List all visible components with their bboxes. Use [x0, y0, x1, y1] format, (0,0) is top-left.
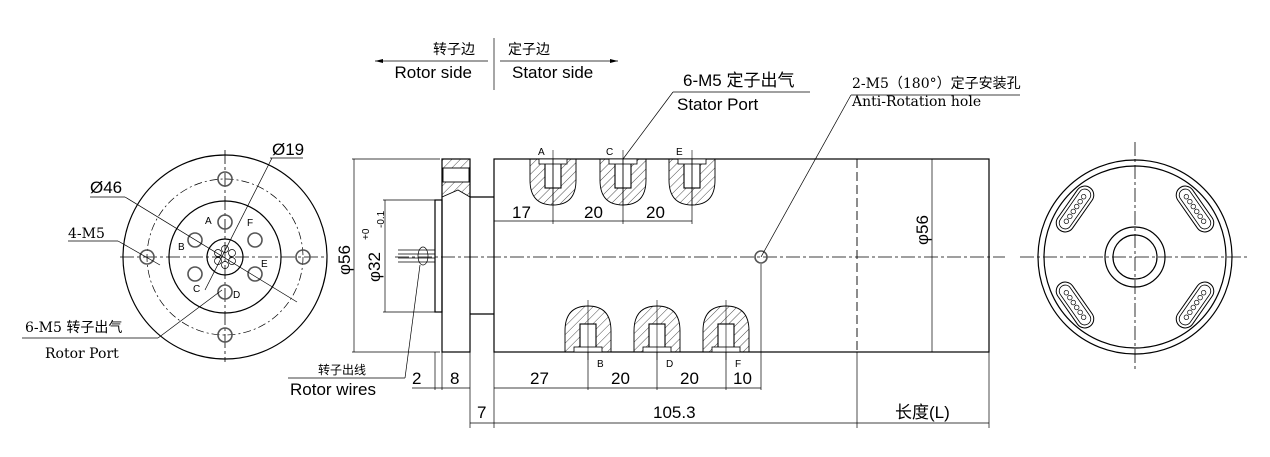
dim-10: 10 [733, 369, 752, 388]
rotor-wires-icon [398, 246, 435, 266]
port-label-f: F [247, 218, 253, 229]
anti-rotation-en: Anti-Rotation hole [851, 94, 981, 110]
tol-upper: +0 [361, 228, 372, 240]
bolts-label: 4-M5 [68, 226, 105, 242]
dia19-label: Ø19 [272, 140, 304, 159]
dim-7: 7 [477, 403, 486, 422]
port-label-f: F [735, 359, 741, 370]
front-view: A B C D E F Ø19 Ø46 4-M5 6-M5 转子出气 Rotor… [22, 140, 328, 362]
dim-20: 20 [646, 203, 665, 222]
stator-ports-bottom [564, 300, 750, 360]
dim-total: 105.3 [653, 403, 696, 422]
arrow-left-icon [375, 59, 383, 63]
dim-2: 2 [412, 369, 421, 388]
end-view [1020, 142, 1250, 370]
port-label-b: B [178, 242, 185, 253]
dim-17: 17 [512, 203, 531, 222]
dia56-label: φ56 [335, 245, 354, 275]
wire-slot [1055, 185, 1095, 233]
side-legend: 转子边 Rotor side 定子边 Stator side [375, 38, 618, 90]
inner-circle [168, 200, 282, 314]
rotor-wires-en: Rotor wires [290, 380, 376, 399]
dia32-label: φ32 [365, 252, 384, 282]
dia46-label: Ø46 [90, 178, 122, 197]
wire-slots [1055, 185, 1215, 329]
rotor-port-holes [187, 214, 263, 300]
port-label-c: C [606, 147, 613, 158]
rotor-port-cn: 6-M5 转子出气 [25, 320, 122, 336]
dim-length: 长度(L) [895, 403, 950, 422]
stator-side-en: Stator side [512, 63, 593, 82]
wire-holes [214, 245, 236, 269]
port-label-b: B [597, 359, 604, 370]
port-label-d: D [666, 359, 673, 370]
stator-side-cn: 定子边 [508, 42, 550, 58]
port-section [564, 300, 612, 360]
tol-lower: -0.1 [376, 210, 387, 228]
anti-rotation-cn: 2-M5（180°）定子安装孔 [852, 76, 1021, 92]
anti-rotation-hole [754, 250, 768, 264]
dim-27: 27 [530, 369, 549, 388]
wire-slot [1175, 185, 1215, 233]
rotor-wires-cn: 转子出线 [318, 362, 366, 377]
outer-circle [122, 154, 328, 360]
port-label-a: A [205, 216, 212, 227]
port-label-d: D [233, 290, 240, 301]
bolt-holes [139, 171, 311, 343]
side-view: 2-M5（180°）定子安装孔 Anti-Rotation hole 6-M5 … [288, 71, 1021, 428]
stator-port-en: Stator Port [677, 95, 759, 114]
port-section [633, 300, 681, 360]
dim-20: 20 [611, 369, 630, 388]
bolt-circle [146, 178, 304, 336]
stator-port-cn: 6-M5 定子出气 [683, 71, 794, 90]
port-label-e: E [261, 259, 268, 270]
wire-slot [1055, 281, 1095, 329]
dim-20: 20 [584, 203, 603, 222]
port-label-a: A [538, 147, 545, 158]
rotor-port-en: Rotor Port [45, 346, 119, 362]
dia56-right-label: φ56 [913, 215, 932, 245]
rotor-stub [434, 199, 443, 313]
stator-ports-top [529, 150, 716, 206]
arrow-right-icon [610, 59, 618, 63]
port-section [702, 300, 750, 360]
rotor-side-en: Rotor side [395, 63, 472, 82]
port-label-e: E [676, 147, 683, 158]
port-label-c: C [193, 284, 200, 295]
hub-circle [206, 238, 244, 276]
wire-slot [1175, 281, 1215, 329]
rotor-side-cn: 转子边 [433, 42, 475, 58]
dim-8: 8 [450, 369, 459, 388]
dim-20: 20 [680, 369, 699, 388]
